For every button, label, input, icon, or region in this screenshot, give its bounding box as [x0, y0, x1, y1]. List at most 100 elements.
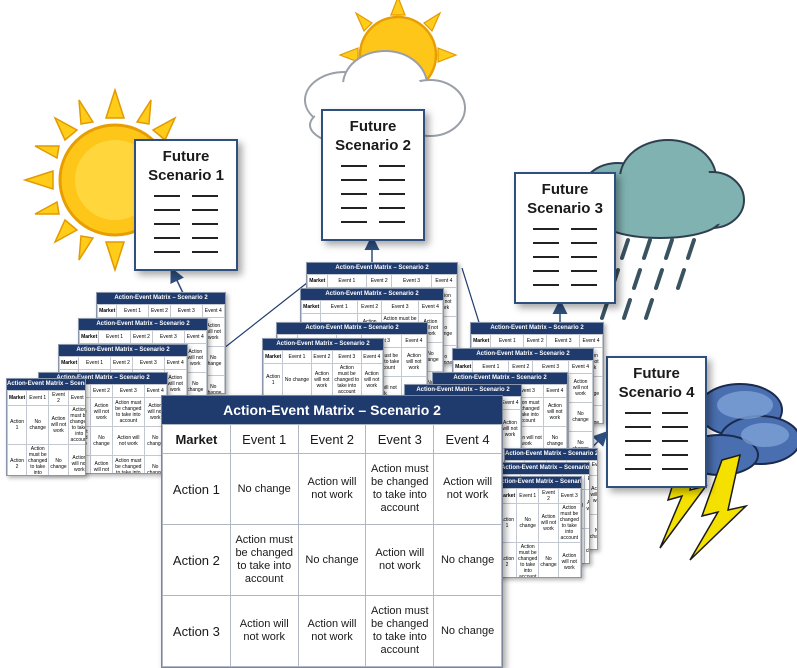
- matrix-cell: Action must be changed to take into acco…: [365, 453, 435, 525]
- scenario-4-title-line-2: Scenario 4: [618, 384, 695, 401]
- matrix-cell: No change: [229, 453, 299, 525]
- mini-matrix-title: Action-Event Matrix – Scenario 2: [59, 345, 187, 356]
- mini-matrix-event: Event 3: [557, 488, 581, 504]
- mini-matrix-corner: Market: [263, 350, 284, 364]
- mini-matrix-event: Event 4: [201, 304, 225, 318]
- mini-matrix-event: Event 3: [332, 350, 362, 364]
- matrix-cell: Action will not work: [297, 595, 367, 667]
- scenario-4-placeholder-lines: [608, 406, 705, 476]
- event-3-header: Event 3: [365, 424, 435, 454]
- mini-matrix-corner: Market: [7, 390, 28, 406]
- mini-matrix-cell: Action will not work: [583, 489, 589, 529]
- scenario-2-placeholder-lines: [323, 159, 423, 229]
- mini-matrix-event: Event 1: [320, 300, 359, 314]
- mini-matrix-event: Event 2: [89, 384, 114, 398]
- mini-matrix-title: Action-Event Matrix – Scenario 2: [307, 263, 457, 274]
- mini-matrix-event: Event 4: [430, 274, 457, 288]
- mini-matrix-cell: No change: [89, 426, 114, 456]
- mini-matrix-event: Event 3: [381, 300, 419, 314]
- matrix-corner-cell: Market: [162, 424, 231, 454]
- mini-matrix-event: Event 3: [170, 304, 203, 318]
- mini-matrix-cell: Action will not work: [579, 503, 581, 543]
- mini-matrix-event: Event 2: [109, 356, 134, 370]
- mini-matrix-event: Event 4: [568, 360, 593, 374]
- mini-matrix-cell: Action must be changed to take into acco…: [112, 455, 145, 473]
- mini-matrix-event: Event 4: [542, 384, 567, 398]
- mini-matrix-cell: Action will not work: [538, 503, 559, 543]
- mini-matrix-corner: Market: [307, 274, 328, 288]
- mini-matrix-cell: Action will not work: [568, 373, 593, 403]
- mini-matrix-title: Action-Event Matrix – Scenario 2: [405, 385, 521, 396]
- mini-matrix-event: Event 2: [129, 330, 154, 344]
- mini-matrix-cell: Action will not work: [48, 405, 69, 445]
- matrix-row-action-3: Action 3 Action will not work Action wil…: [162, 595, 502, 667]
- scenario-3-placeholder-lines: [516, 222, 614, 292]
- mini-matrix-cell: No change: [26, 405, 50, 445]
- mini-matrix-cell: Action must be changed to take into acco…: [67, 405, 85, 445]
- mini-matrix-cell: No change: [516, 503, 540, 543]
- scenario-2-title-line-1: Future: [349, 118, 397, 135]
- matrix-row-action-1: Action 1 No change Action will not work …: [162, 453, 502, 525]
- event-1-header: Event 1: [229, 424, 299, 454]
- mini-matrix-title: Action-Event Matrix – Scenario 2: [497, 477, 581, 488]
- matrix-cell: Action must be changed to take into acco…: [229, 524, 299, 596]
- event-2-header: Event 2: [297, 424, 367, 454]
- mini-matrix-cell: Action will not work: [310, 363, 334, 397]
- mini-matrix-event: Event 2: [538, 488, 559, 504]
- mini-matrix-event: Event 3: [67, 390, 85, 406]
- mini-matrix-cell: Action will not work: [89, 397, 114, 427]
- mini-matrix-corner: Market: [79, 330, 100, 344]
- mini-matrix-title: Action-Event Matrix – Scenario 2: [263, 339, 383, 350]
- mini-matrix-event: Event 2: [523, 334, 548, 348]
- matrix-cell: Action will not work: [229, 595, 299, 667]
- mini-matrix-cell: Action must be changed to take into acco…: [332, 363, 362, 397]
- scenario-4-title-line-1: Future: [633, 365, 680, 382]
- matrix-cell: No change: [433, 595, 502, 667]
- event-4-header: Event 4: [433, 424, 502, 454]
- matrix-header-row: Market Event 1 Event 2 Event 3 Event 4: [162, 424, 502, 454]
- matrix-table: Market Event 1 Event 2 Event 3 Event 4 A…: [162, 424, 502, 667]
- rain-cloud-icon: [579, 139, 745, 320]
- scenario-1-title-line-2: Scenario 1: [148, 167, 224, 184]
- mini-matrix-title: Action-Event Matrix – Scenario 2: [471, 323, 603, 334]
- mini-matrix-event: Event 2: [366, 274, 393, 288]
- mini-matrix-action: Action 1: [263, 363, 284, 397]
- mini-matrix-cell: No change: [583, 528, 589, 563]
- action-1-label: Action 1: [162, 453, 231, 525]
- mini-matrix-event: Event 2: [357, 300, 383, 314]
- mini-matrix-event: Event 4: [579, 334, 603, 348]
- mini-matrix-event: Event 4: [360, 350, 383, 364]
- matrix-row-action-2: Action 2 Action must be changed to take …: [162, 524, 502, 596]
- mini-matrix-title: Action-Event Matrix – Scenario 2: [433, 373, 567, 384]
- mini-matrix-cell: Action must be changed to take into acco…: [26, 444, 50, 475]
- action-2-label: Action 2: [162, 524, 231, 596]
- mini-matrix-event: Event 4: [183, 330, 207, 344]
- matrix-cell: Action will not work: [433, 453, 502, 525]
- action-event-matrix: Action-Event Matrix – Scenario 2 Market …: [161, 395, 503, 668]
- mini-matrix-cell: Action will not work: [163, 369, 187, 399]
- mini-matrix-title: Action-Event Matrix – Scenario 2: [501, 463, 589, 474]
- mini-matrix-cell: Action will not work: [112, 426, 145, 456]
- mini-matrix-event: Event 4: [417, 300, 443, 314]
- matrix-cell: Action will not work: [297, 453, 367, 525]
- mini-matrix-event: Event 2: [48, 390, 69, 406]
- mini-matrix-title: Action-Event Matrix – Scenario 2: [453, 349, 593, 360]
- mini-matrix-corner: Market: [301, 300, 322, 314]
- mini-matrix-event: Event 2: [147, 304, 172, 318]
- matrix-cell: Action will not work: [365, 524, 435, 596]
- mini-matrix-event: Event 3: [112, 384, 145, 398]
- mini-matrix-event: Event 1: [326, 274, 368, 288]
- mini-matrix-cell: Action will not work: [542, 397, 567, 427]
- mini-matrix-cell: No change: [568, 431, 593, 449]
- mini-matrix-event: Event 1: [516, 488, 540, 504]
- mini-matrix-event: Event 3: [391, 274, 432, 288]
- mini-matrix-corner: Market: [97, 304, 118, 318]
- matrix-cell: No change: [297, 524, 367, 596]
- mini-matrix-event: Event 1: [98, 330, 131, 344]
- mini-matrix-title: Action-Event Matrix – Scenario 2: [7, 379, 85, 390]
- mini-matrix-title: Action-Event Matrix – Scenario 2: [301, 289, 443, 300]
